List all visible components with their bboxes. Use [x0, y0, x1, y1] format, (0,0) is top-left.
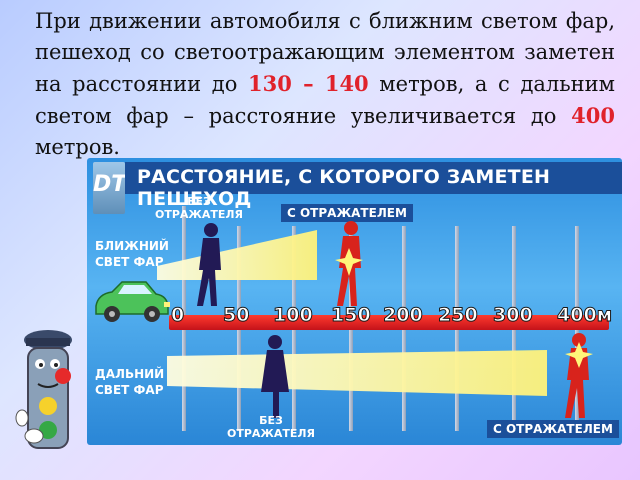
distance-road [169, 315, 609, 330]
distance-high-beam: 400 [571, 103, 615, 128]
scale-tick: 0 [170, 304, 185, 327]
high-beam-light-icon [167, 350, 547, 396]
pedestrian-no-reflector-top-icon [197, 223, 221, 306]
scale-tick: 100 [273, 304, 314, 327]
label-without-reflector-bottom: БЕЗ ОТРАЖАТЕЛЯ [227, 414, 316, 440]
label-with-reflector-bottom: С ОТРАЖАТЕЛЕМ [487, 420, 619, 438]
paragraph-text-1: При движении автомобиля с ближним светом… [35, 9, 615, 96]
traffic-light-mascot-icon [15, 330, 72, 449]
intro-paragraph: При движении автомобиля с ближним светом… [35, 6, 615, 163]
pedestrian-no-reflector-bottom-icon [261, 335, 289, 418]
pedestrian-reflector-bottom-icon [565, 333, 593, 418]
paragraph-text-3: метров. [35, 135, 120, 159]
label-high-beam: ДАЛЬНИЙ СВЕТ ФАР [95, 367, 165, 397]
label-with-reflector-top: С ОТРАЖАТЕЛЕМ [281, 204, 413, 222]
figure-title: РАССТОЯНИЕ, С КОТОРОГО ЗАМЕТЕН ПЕШЕХОД [137, 166, 551, 210]
figure-title-bar [125, 162, 622, 194]
scale-tick: 200 [383, 304, 424, 327]
paragraph-text-2: метров, а с дальним светом фар – расстоя… [35, 72, 615, 128]
low-beam-light-icon [157, 230, 317, 280]
pedestrian-reflector-top-icon [335, 221, 363, 306]
label-low-beam: БЛИЖНИЙ СВЕТ ФАР [95, 239, 169, 269]
distance-figure: DT РАССТОЯНИЕ, С КОТОРОГО ЗАМЕТЕН ПЕШЕХО… [87, 158, 622, 445]
dt-logo: DT [93, 162, 126, 214]
distance-low-beam: 130 – 140 [247, 71, 369, 96]
scale-tick: 50 [222, 304, 250, 327]
label-without-reflector-top: БЕЗ ОТРАЖАТЕЛЯ [155, 195, 244, 221]
scale-tick: 300 [493, 304, 534, 327]
car-icon [95, 281, 170, 322]
scale-tick: 250 [438, 304, 479, 327]
scale-tick: 400м [556, 304, 613, 327]
scale-tick: 150 [331, 304, 372, 327]
